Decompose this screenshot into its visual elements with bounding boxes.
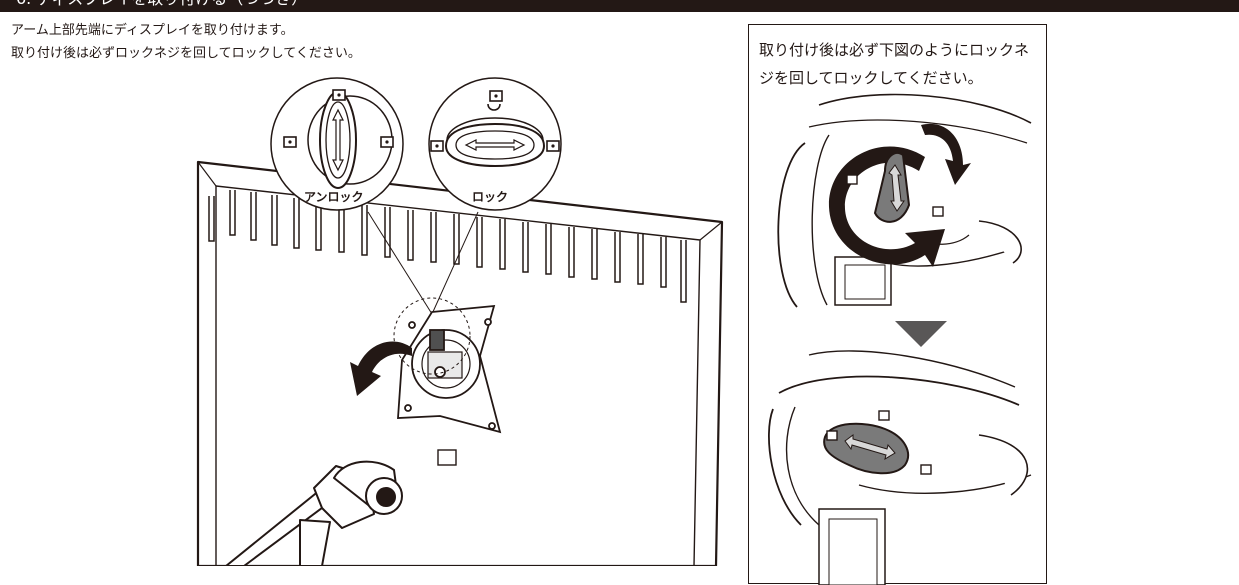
section-title: 6. ディスプレイを取り付ける（つづき）	[16, 0, 307, 9]
lock-note: 取り付け後は必ず下図のようにロックネジを回してロックしてください。	[759, 41, 1030, 87]
triangle-down-icon	[895, 321, 947, 347]
instructions: アーム上部先端にディスプレイを取り付けます。 取り付け後は必ずロックネジを回して…	[11, 19, 361, 65]
monitor-port-icon	[437, 449, 457, 466]
unlock-callout: アンロック	[270, 77, 404, 211]
monitor-arm	[225, 460, 403, 566]
monitor-back	[196, 160, 724, 566]
rotate-arrow-icon	[828, 146, 945, 267]
instruction-line-2: 取り付け後は必ずロックネジを回してロックしてください。	[11, 46, 361, 61]
section-header-bar: 6. ディスプレイを取り付ける（つづき）	[0, 0, 1239, 12]
lock-rotation-illustration	[768, 93, 1032, 585]
leader-lines	[367, 211, 479, 315]
lock-instruction-panel: 取り付け後は必ず下図のようにロックネジを回してロックしてください。	[748, 24, 1047, 585]
knob-upright	[873, 152, 911, 223]
lock-callout: ロック	[428, 77, 562, 211]
monitor-mounting-illustration: アンロック ロック	[196, 77, 724, 566]
padlock-icon	[846, 174, 944, 217]
knob-horizontal	[823, 422, 910, 475]
curved-arrow-icon	[350, 341, 412, 396]
lock-label: ロック	[472, 190, 508, 204]
instruction-line-1: アーム上部先端にディスプレイを取り付けます。	[11, 23, 294, 38]
padlock-icon	[826, 410, 932, 475]
monitor-vents	[208, 190, 687, 303]
vesa-mount-plate	[397, 304, 502, 434]
lock-screw-highlight-circle	[393, 297, 471, 375]
unlock-label: アンロック	[304, 190, 364, 204]
